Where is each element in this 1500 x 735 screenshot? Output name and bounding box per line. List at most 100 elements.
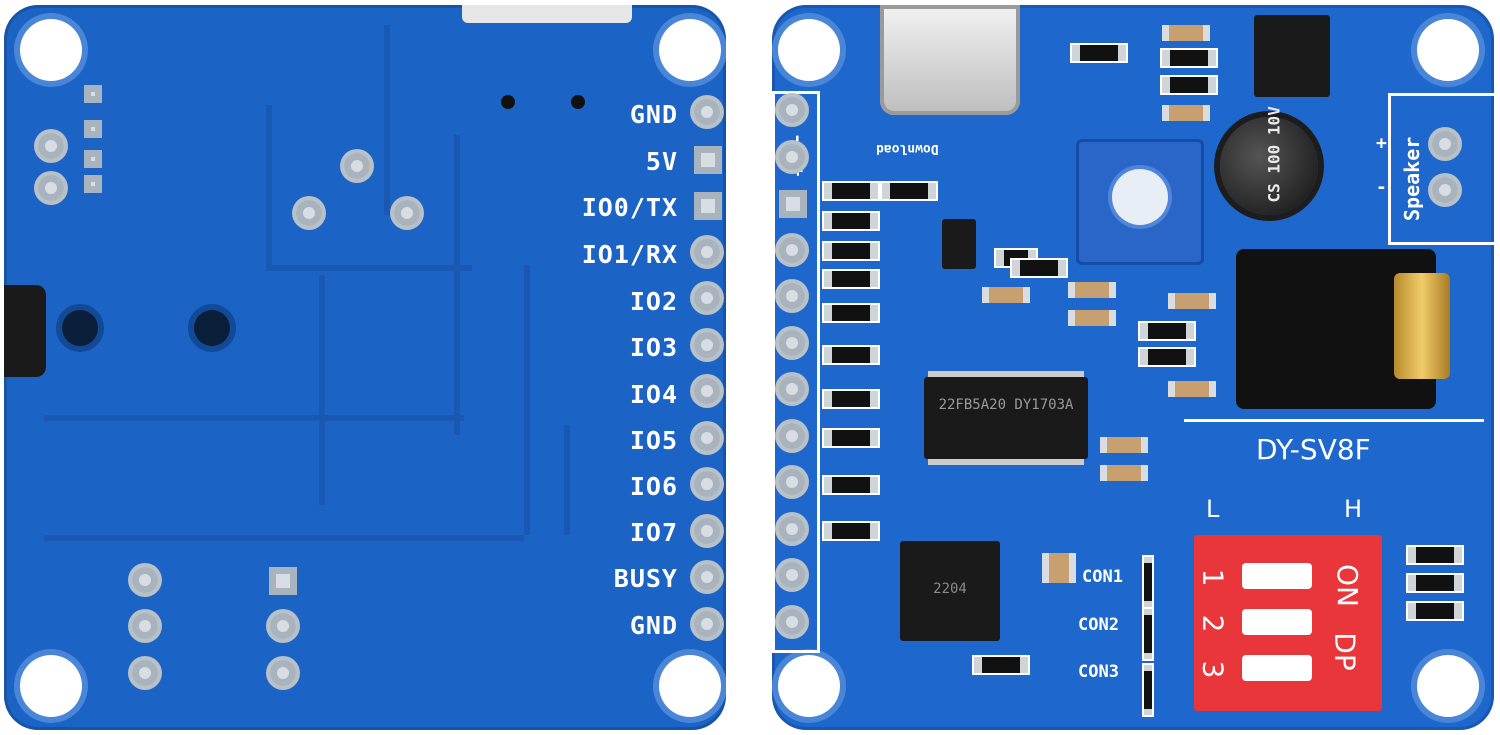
trace [564,425,570,535]
headphone-jack-contact [1394,273,1450,379]
via [571,95,585,109]
model-label-box [1184,419,1484,422]
dip-switch-toggle-1[interactable] [1242,563,1312,589]
dip-number-3: 3 [1196,660,1230,679]
header-pin [779,376,805,402]
potentiometer [1076,139,1204,265]
header-pin [779,190,807,218]
micro-usb-port [880,5,1020,115]
resistor [974,657,1028,673]
header-pin [694,564,720,590]
speaker-plus: + [1376,133,1387,154]
resistor [1012,260,1066,276]
flash-memory-chip: 2204 [900,541,1000,641]
usb-connector-edge [462,5,632,23]
solder-joint [296,200,322,226]
con1-label: CON1 [1082,567,1123,587]
main-decoder-chip: 22FB5A20 DY1703A [924,377,1088,459]
header-pin [779,515,805,542]
download-label: Download [876,141,939,156]
pad [84,150,102,168]
resistor [1140,349,1194,365]
header-pin [779,283,805,309]
speaker-label: Speaker [1400,136,1424,221]
electrolytic-capacitor [1220,117,1318,215]
capacitor [1042,553,1076,583]
pin-label-io0-tx: IO0/TX [581,193,678,222]
con2-label: CON2 [1078,615,1119,635]
capacitor [1068,282,1116,298]
mount-hole-top-left [20,19,82,81]
speaker-pad [1432,177,1458,203]
header-pin [694,331,720,358]
header-pin [779,143,805,170]
resistor [824,347,878,363]
pin-header-strip [772,91,820,653]
pin-label-5v: 5V [645,147,678,176]
pin-label-io1-rx: IO1/RX [581,240,678,269]
pad [132,613,158,639]
mount-hole-bottom-left [20,655,82,717]
pin-label-io3: IO3 [629,333,678,362]
resistor [824,305,878,321]
flash-chip-text: 2204 [933,581,967,597]
mount-hole-top-right [1417,19,1479,81]
audio-jack-edge [4,285,46,377]
resistor [824,183,878,199]
resistor [1072,45,1126,61]
solder-joint [344,153,370,179]
header-pin [694,471,720,497]
trace [44,535,524,541]
pad [84,175,102,193]
resistor [1144,609,1152,659]
pin-label-io4: IO4 [629,380,678,409]
header-pin [779,562,805,588]
capacitor-text: CS 100 10V [1264,106,1284,203]
header-pin [779,236,805,263]
model-label: DY-SV8F [1256,433,1371,466]
header-pin [694,424,720,451]
dip-switch-toggle-2[interactable] [1242,609,1312,635]
dip-low-label: L [1206,495,1220,523]
resistor [1408,547,1462,563]
pad [270,660,296,686]
header-pin [779,422,805,449]
resistor [1408,603,1462,619]
capacitor [1162,25,1210,41]
dip-switch[interactable]: 1 2 3 ON DP [1194,535,1382,711]
pad [84,85,102,103]
dip-switch-toggle-3[interactable] [1242,655,1312,681]
trace [266,105,472,271]
resistor [882,183,936,199]
pad [269,567,297,595]
pin-label-gnd: GND [629,100,678,129]
con3-label: CON3 [1078,662,1119,682]
pin-label-io6: IO6 [629,472,678,501]
resistor [1162,77,1216,93]
resistor [1144,665,1152,715]
trace [524,265,530,535]
pad [84,120,102,138]
mount-hole-bottom-right [659,655,721,717]
jack-mount-hole [62,310,98,346]
pin-label-io7: IO7 [629,518,678,547]
solder-joint [394,200,420,226]
capacitor [1068,310,1116,326]
jack-mount-hole [194,310,230,346]
dip-dp-label: DP [1328,632,1362,671]
resistor [824,430,878,446]
resistor [824,477,878,493]
pin-label-io2: IO2 [629,287,678,316]
mount-hole-top-right [659,19,721,81]
pcb-back-side: GND 5V IO0/TX IO1/RX IO2 IO3 IO4 IO5 IO6… [4,5,726,730]
dip-high-label: H [1344,495,1363,523]
resistor [824,391,878,407]
resistor [824,271,878,287]
resistor [824,523,878,539]
dip-number-1: 1 [1196,568,1230,587]
pin-label-busy: BUSY [613,564,678,593]
header-pin [694,517,720,544]
capacitor [1168,293,1216,309]
trace [454,135,460,435]
mount-hole-bottom-right [1417,655,1479,717]
